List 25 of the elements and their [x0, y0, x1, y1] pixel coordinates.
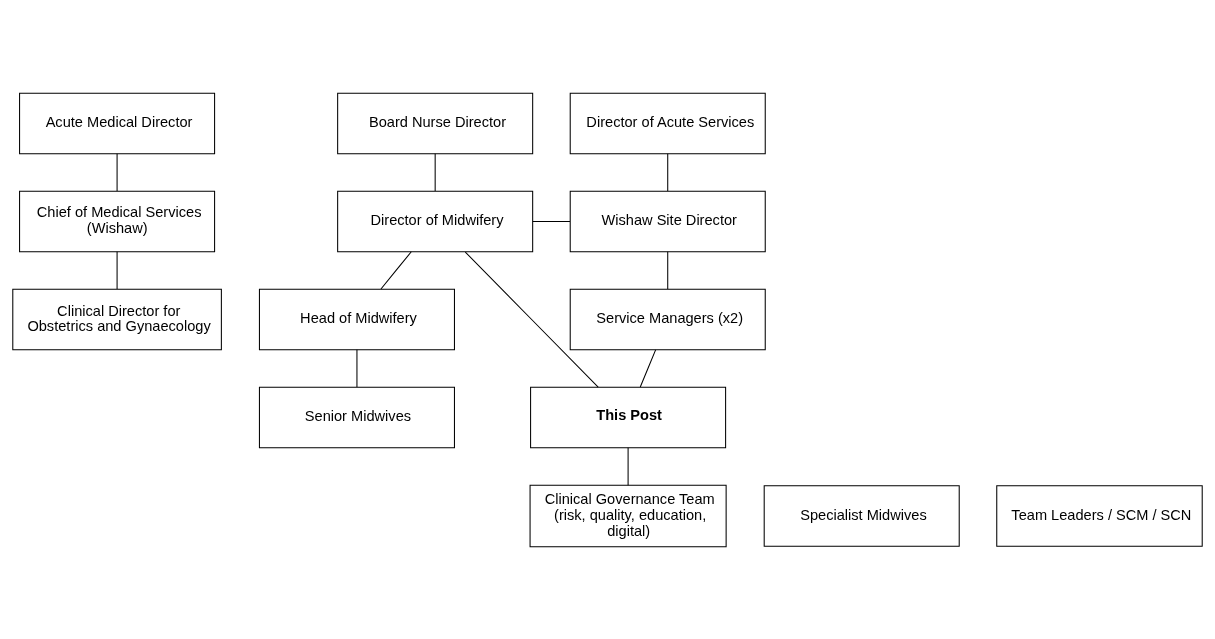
connector	[116, 250, 118, 289]
connector	[667, 250, 669, 289]
connector	[532, 220, 571, 222]
node-box: Board Nurse Director	[337, 92, 534, 154]
connector	[380, 250, 412, 289]
node-box: Service Managers (x2)	[569, 288, 766, 350]
node-box: Clinical Governance Team (risk, quality, education, digital)	[529, 484, 727, 547]
connector	[627, 446, 629, 486]
node-box: Team Leaders / SCM / SCN	[996, 484, 1203, 547]
connector	[667, 152, 669, 191]
node-box: Chief of Medical Services (Wishaw)	[19, 190, 216, 252]
node-box: Specialist Midwives	[763, 484, 960, 547]
node-box: This Post	[530, 386, 727, 448]
connector	[639, 348, 657, 388]
connector	[464, 251, 599, 388]
node-box: Wishaw Site Director	[569, 190, 766, 252]
node-box: Head of Midwifery	[258, 288, 455, 350]
node-box: Clinical Director for Obstetrics and Gynaecology	[12, 288, 222, 350]
node-box: Acute Medical Director	[19, 92, 216, 154]
connector	[116, 152, 118, 191]
node-box: Director of Midwifery	[337, 190, 534, 252]
node-box: Director of Acute Services	[569, 92, 766, 154]
connector	[356, 348, 358, 388]
node-box: Senior Midwives	[258, 386, 455, 448]
connector	[434, 152, 436, 191]
